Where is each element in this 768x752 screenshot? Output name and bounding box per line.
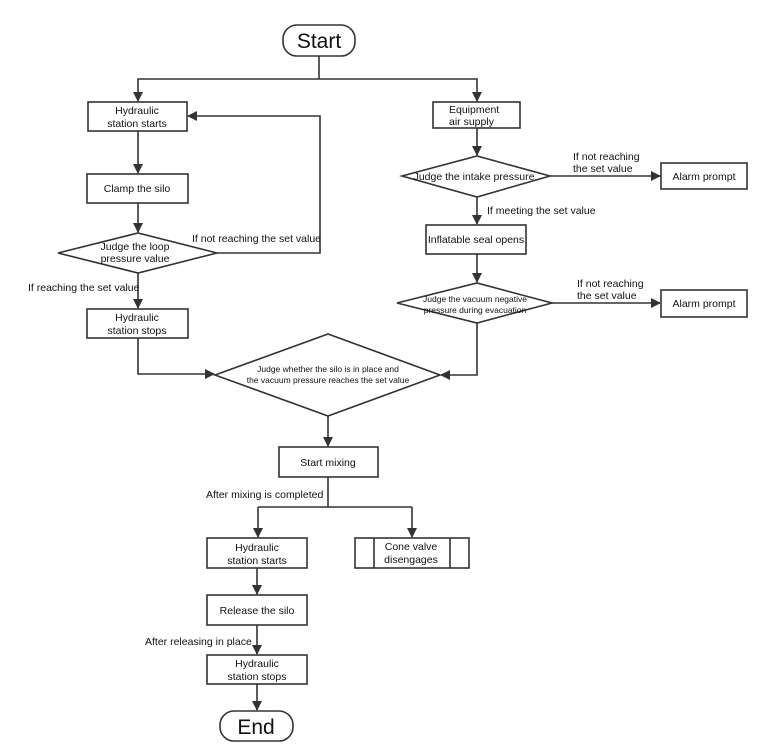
connectors	[133, 56, 661, 711]
judge-vacuum-pressure-decision: Judge the vacuum negative pressure durin…	[396, 282, 556, 324]
intake-not-reaching-label: If not reaching	[573, 151, 640, 163]
box-label: Hydraulic	[235, 658, 279, 670]
intake-not-reaching-label: the set value	[573, 163, 633, 175]
decision-label: pressure during evacuation	[424, 305, 527, 315]
box-label: Hydraulic	[115, 105, 159, 117]
cone-valve-disengages-box: Cone valve disengages	[354, 537, 470, 569]
intake-meeting-label: If meeting the set value	[487, 205, 596, 217]
vacuum-not-reaching-label: the set value	[577, 290, 637, 302]
hydraulic-station-starts-box: Hydraulic station starts	[87, 101, 188, 132]
alarm-prompt-box-1: Alarm prompt	[660, 162, 748, 190]
judge-intake-pressure-decision: Judge the intake pressure	[398, 155, 553, 198]
box-label: Cone valve	[385, 541, 438, 553]
box-label: air supply	[449, 116, 495, 128]
start-label: Start	[297, 30, 342, 53]
hydraulic-station-stops-box-2: Hydraulic station stops	[206, 654, 308, 685]
decision-label: pressure value	[101, 253, 170, 265]
end-terminal: End	[219, 710, 294, 742]
end-label: End	[237, 716, 274, 739]
alarm-prompt-box-2: Alarm prompt	[660, 289, 748, 318]
box-label: Hydraulic	[235, 542, 279, 554]
box-label: station starts	[107, 118, 167, 130]
box-label: Start mixing	[300, 457, 356, 469]
box-label: Alarm prompt	[672, 171, 735, 183]
hydraulic-station-starts-box-2: Hydraulic station starts	[206, 537, 308, 569]
clamp-silo-box: Clamp the silo	[86, 173, 189, 204]
box-label: station stops	[108, 325, 167, 337]
release-silo-box: Release the silo	[206, 594, 308, 626]
start-mixing-box: Start mixing	[278, 446, 379, 478]
box-label: Inflatable seal opens	[428, 234, 524, 246]
decision-label: Judge the loop	[101, 241, 170, 253]
box-label: Equipment	[449, 104, 499, 116]
decision-label: Judge the intake pressure	[414, 171, 535, 183]
hydraulic-station-stops-box: Hydraulic station stops	[86, 308, 189, 339]
judge-loop-pressure-decision: Judge the loop pressure value	[57, 232, 218, 274]
loop-not-reaching-label: If not reaching the set value	[192, 233, 321, 245]
decision-label: Judge the vacuum negative	[423, 294, 527, 304]
after-release-label: After releasing in place	[145, 636, 252, 648]
vacuum-not-reaching-label: If not reaching	[577, 278, 644, 290]
decision-label: the vacuum pressure reaches the set valu…	[247, 375, 410, 385]
loop-reaching-label: If reaching the set value	[28, 282, 140, 294]
box-label: Hydraulic	[115, 312, 159, 324]
equipment-air-supply-box: Equipment air supply	[432, 101, 521, 129]
box-label: Release the silo	[220, 605, 295, 617]
box-label: station starts	[227, 555, 287, 567]
box-label: Alarm prompt	[672, 298, 735, 310]
inflatable-seal-opens-box: Inflatable seal opens	[425, 224, 527, 255]
box-label: Clamp the silo	[104, 183, 171, 195]
box-label: disengages	[384, 554, 438, 566]
judge-silo-vacuum-decision: Judge whether the silo is in place and t…	[212, 333, 443, 417]
box-label: station stops	[228, 671, 287, 683]
after-mixing-label: After mixing is completed	[206, 489, 323, 501]
decision-label: Judge whether the silo is in place and	[257, 364, 399, 374]
start-terminal: Start	[282, 24, 356, 57]
